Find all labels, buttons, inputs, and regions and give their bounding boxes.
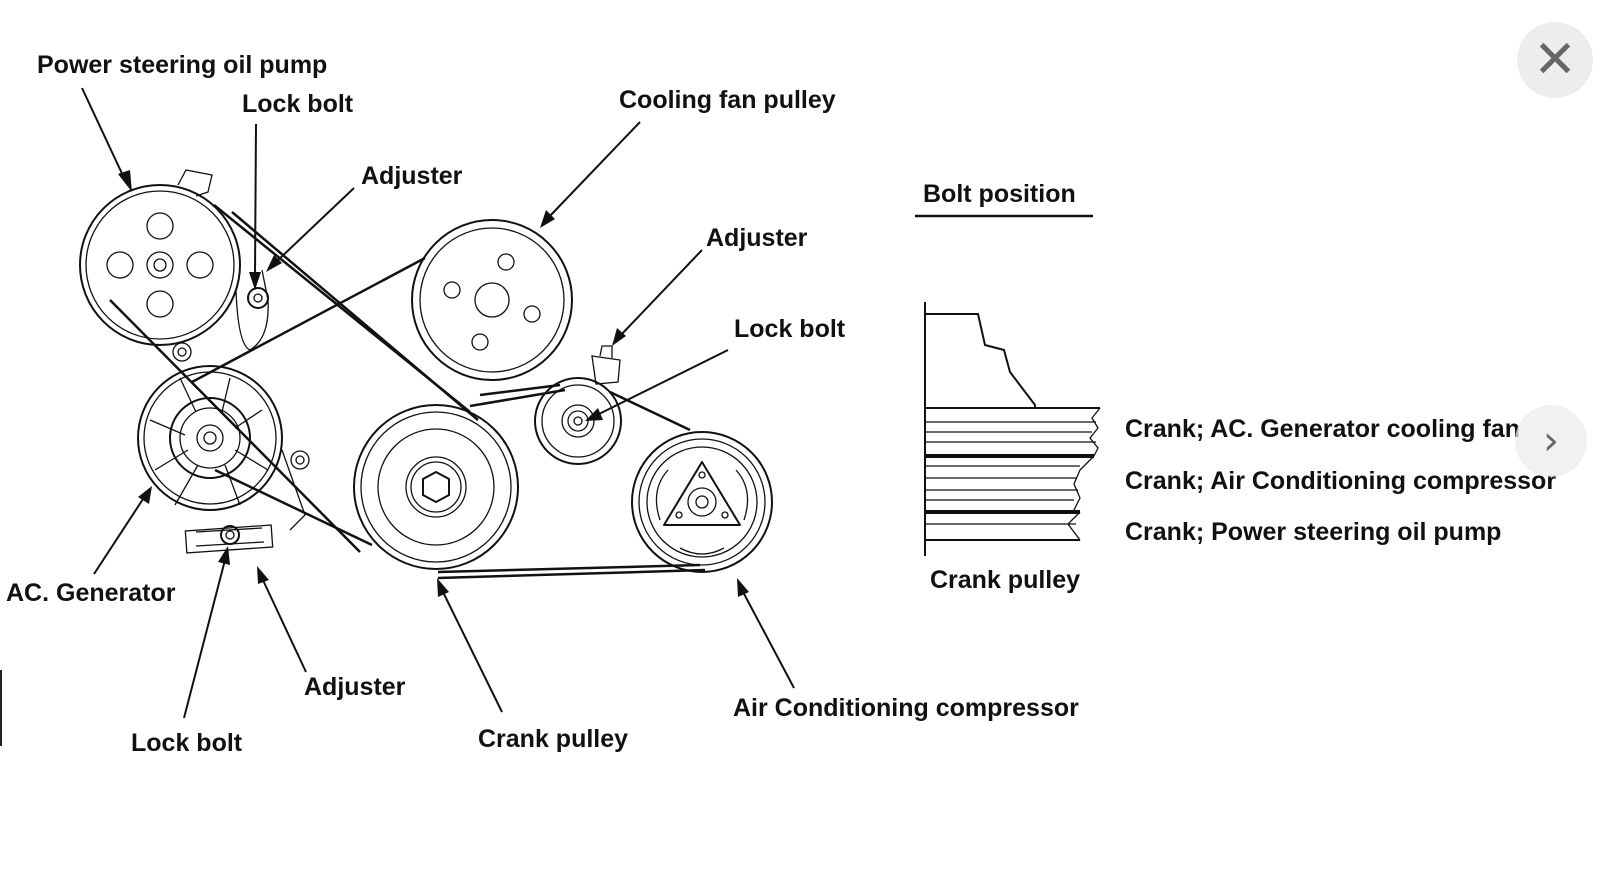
label-cooling-fan-pulley: Cooling fan pulley [619, 86, 836, 114]
label-ac-generator: AC. Generator [6, 579, 176, 607]
label-power-steering-oil-pump: Power steering oil pump [37, 51, 327, 79]
next-image-button[interactable]: › [1515, 405, 1587, 477]
ac-compressor [631, 431, 773, 573]
drive-belts [109, 204, 706, 580]
label-adjuster-bottom: Adjuster [304, 673, 406, 701]
bolt-position-caption: Crank pulley [930, 566, 1080, 594]
bottom-adjuster-bracket [184, 524, 274, 554]
lock-bolt-top-part [247, 287, 269, 309]
bolt-position-row-3: Crank; Power steering oil pump [1125, 518, 1501, 546]
chevron-right-icon: › [1543, 418, 1559, 464]
crank-pulley [353, 404, 519, 570]
bolt-position-row-2: Crank; Air Conditioning compressor [1125, 467, 1556, 495]
close-button[interactable]: ✕ [1517, 22, 1593, 98]
label-adjuster-top: Adjuster [361, 162, 463, 190]
cooling-fan-pulley [411, 219, 573, 381]
label-lock-bolt-top: Lock bolt [242, 90, 354, 118]
label-crank-pulley: Crank pulley [478, 725, 628, 753]
bolt-position-row-1: Crank; AC. Generator cooling fan [1125, 415, 1520, 443]
label-air-conditioning-compressor: Air Conditioning compressor [733, 694, 1079, 722]
label-lock-bolt-bottom: Lock bolt [131, 729, 243, 757]
label-adjuster-right: Adjuster [706, 224, 808, 252]
close-icon: ✕ [1533, 30, 1577, 90]
crank-pulley-profile [924, 302, 1101, 556]
ac-generator [137, 365, 310, 531]
label-lock-bolt-right: Lock bolt [734, 315, 846, 343]
bolt-position-title: Bolt position [923, 180, 1076, 208]
power-steering-pump [79, 169, 269, 362]
idler-pulley [534, 345, 622, 465]
left-edge-divider [0, 670, 2, 746]
bolt-position-detail: Bolt position Crank; AC. Generator cooli… [915, 180, 1556, 594]
leader-arrows [81, 87, 795, 719]
